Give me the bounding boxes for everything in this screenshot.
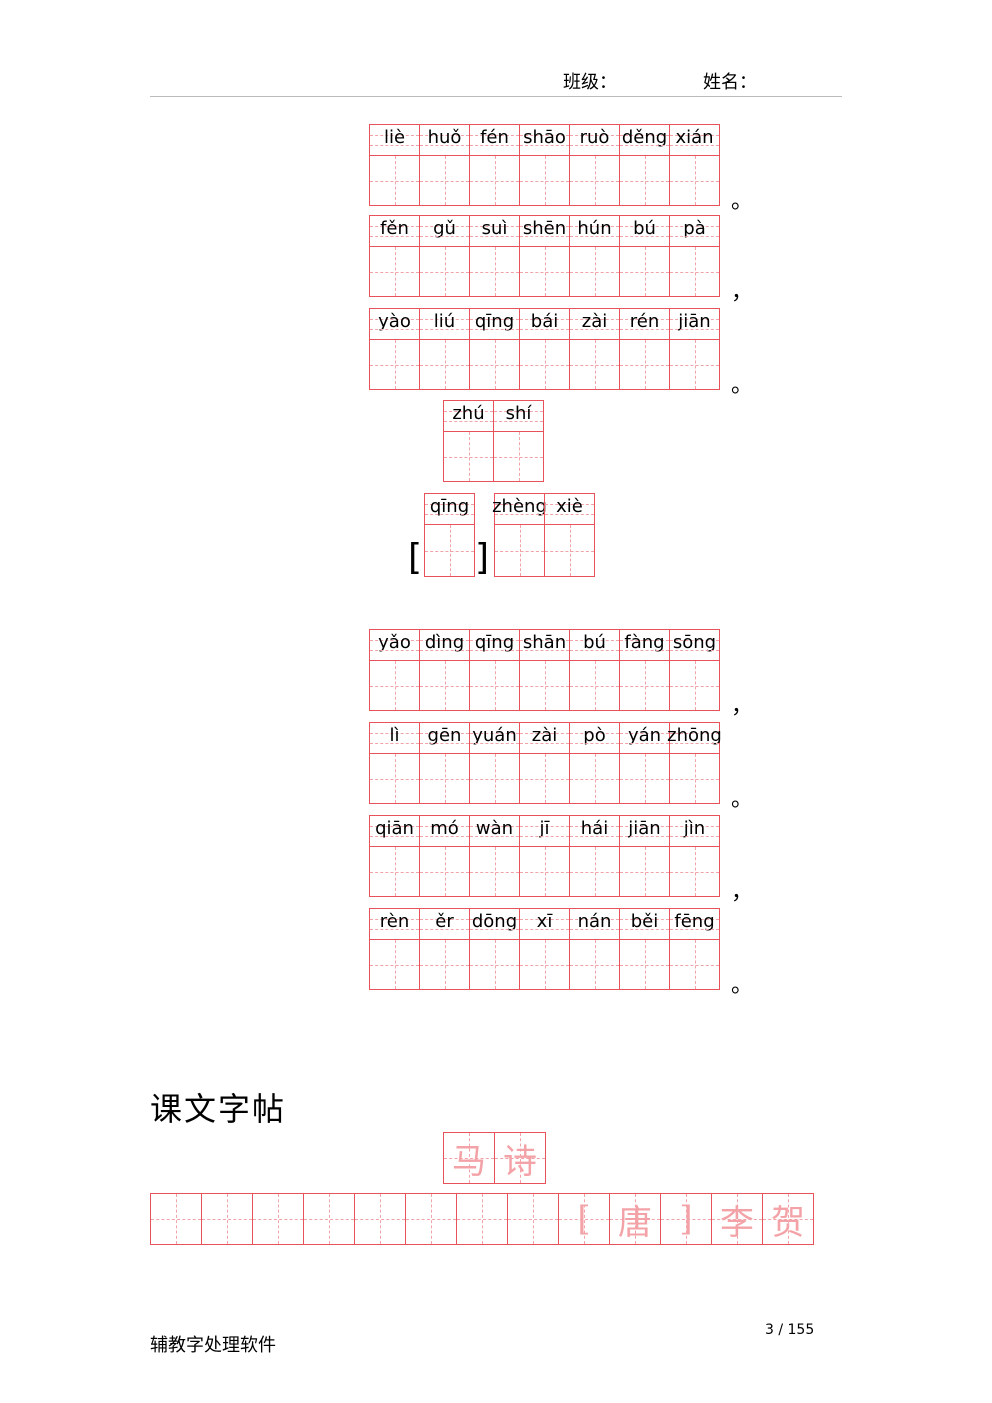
copybook-cell[interactable] — [150, 1193, 202, 1245]
pinyin-cell[interactable]: zài — [519, 722, 570, 804]
pinyin-cell[interactable]: shāo — [519, 124, 570, 206]
copybook-cell[interactable] — [405, 1193, 457, 1245]
section-title: 课文字帖 — [150, 1090, 287, 1128]
pinyin-cell[interactable]: jiān — [619, 815, 670, 897]
pinyin-cell[interactable]: zhōng — [667, 722, 722, 804]
pinyin-cell[interactable]: zài — [569, 308, 620, 390]
pinyin-grid-row: yǎo dìng qīng shān bú fàng sōng — [369, 629, 720, 711]
pinyin-cell[interactable]: fěn — [369, 215, 420, 297]
pinyin-cell[interactable]: qīng — [424, 493, 475, 577]
punctuation: 。 — [731, 189, 754, 214]
page-number: 3 / 155 — [765, 1322, 815, 1338]
pinyin-cell[interactable]: yào — [369, 308, 420, 390]
pinyin-cell[interactable]: mó — [419, 815, 470, 897]
pinyin-cell[interactable]: shān — [519, 629, 570, 711]
pinyin-cell[interactable]: bú — [569, 629, 620, 711]
pinyin-cell[interactable]: yán — [619, 722, 670, 804]
copybook-line-grid: [ 唐 ] 李 贺 — [150, 1193, 814, 1245]
pinyin-cell[interactable]: liè — [369, 124, 420, 206]
pinyin-cell[interactable]: qiān — [369, 815, 420, 897]
pinyin-cell[interactable]: běi — [619, 908, 670, 990]
pinyin-cell[interactable]: dōng — [469, 908, 520, 990]
punctuation: 。 — [731, 787, 754, 812]
dynasty-grid: qīng — [424, 493, 475, 577]
pinyin-cell[interactable]: gǔ — [419, 215, 470, 297]
pinyin-cell[interactable]: hún — [569, 215, 620, 297]
poem-title-grid: zhú shí — [443, 400, 544, 482]
pinyin-cell[interactable]: yuán — [469, 722, 520, 804]
pinyin-cell[interactable]: lì — [369, 722, 420, 804]
pinyin-cell[interactable]: pà — [669, 215, 720, 297]
pinyin-cell[interactable]: shí — [493, 400, 544, 482]
pinyin-cell[interactable]: nán — [569, 908, 620, 990]
pinyin-cell[interactable]: qīng — [469, 629, 520, 711]
pinyin-cell[interactable]: shēn — [519, 215, 570, 297]
punctuation: ， — [731, 880, 754, 905]
pinyin-cell[interactable]: jìn — [669, 815, 720, 897]
pinyin-cell[interactable]: ěr — [419, 908, 470, 990]
pinyin-cell[interactable]: ruò — [569, 124, 620, 206]
copybook-cell[interactable]: 马 — [443, 1132, 495, 1184]
pinyin-cell[interactable]: zhèng — [492, 493, 547, 577]
pinyin-cell[interactable]: dìng — [419, 629, 470, 711]
pinyin-cell[interactable]: děng — [619, 124, 670, 206]
punctuation: 。 — [731, 373, 754, 398]
pinyin-cell[interactable]: hái — [569, 815, 620, 897]
pinyin-cell[interactable]: suì — [469, 215, 520, 297]
pinyin-cell[interactable]: zhú — [443, 400, 494, 482]
footer-software-name: 辅教字处理软件 — [150, 1335, 276, 1356]
pinyin-cell[interactable]: bú — [619, 215, 670, 297]
copybook-cell[interactable]: [ — [558, 1193, 610, 1245]
right-bracket: ] — [475, 537, 490, 578]
pinyin-cell[interactable]: fén — [469, 124, 520, 206]
copybook-cell[interactable] — [456, 1193, 508, 1245]
pinyin-cell[interactable]: fàng — [619, 629, 670, 711]
pinyin-cell[interactable]: huǒ — [419, 124, 470, 206]
pinyin-cell[interactable]: bái — [519, 308, 570, 390]
class-label: 班级： — [563, 72, 617, 93]
punctuation: ， — [731, 280, 754, 305]
pinyin-cell[interactable]: wàn — [469, 815, 520, 897]
pinyin-cell[interactable]: xiè — [544, 493, 595, 577]
pinyin-cell[interactable]: jiān — [669, 308, 720, 390]
copybook-cell[interactable] — [507, 1193, 559, 1245]
pinyin-cell[interactable]: gēn — [419, 722, 470, 804]
copybook-cell[interactable]: 诗 — [494, 1132, 546, 1184]
left-bracket: [ — [408, 537, 423, 578]
header-divider — [150, 96, 842, 97]
pinyin-cell[interactable]: pò — [569, 722, 620, 804]
copybook-cell[interactable] — [201, 1193, 253, 1245]
copybook-cell[interactable]: ] — [660, 1193, 712, 1245]
pinyin-cell[interactable]: liú — [419, 308, 470, 390]
name-label: 姓名： — [703, 72, 757, 93]
punctuation: 。 — [731, 973, 754, 998]
pinyin-grid-row: qiān mó wàn jī hái jiān jìn — [369, 815, 720, 897]
pinyin-cell[interactable]: xián — [669, 124, 720, 206]
pinyin-grid-row: yào liú qīng bái zài rén jiān — [369, 308, 720, 390]
copybook-cell[interactable]: 唐 — [609, 1193, 661, 1245]
pinyin-cell[interactable]: rén — [619, 308, 670, 390]
pinyin-cell[interactable]: sōng — [669, 629, 720, 711]
copybook-cell[interactable]: 贺 — [762, 1193, 814, 1245]
pinyin-cell[interactable]: yǎo — [369, 629, 420, 711]
pinyin-cell[interactable]: rèn — [369, 908, 420, 990]
pinyin-cell[interactable]: xī — [519, 908, 570, 990]
pinyin-grid-row: liè huǒ fén shāo ruò děng xián — [369, 124, 720, 206]
punctuation: ， — [731, 694, 754, 719]
copybook-title-grid: 马 诗 — [443, 1132, 546, 1184]
copybook-cell[interactable] — [252, 1193, 304, 1245]
copybook-cell[interactable]: 李 — [711, 1193, 763, 1245]
pinyin-grid-row: lì gēn yuán zài pò yán zhōng — [369, 722, 722, 804]
pinyin-grid-row: rèn ěr dōng xī nán běi fēng — [369, 908, 720, 990]
author-grid: zhèng xiè — [492, 493, 595, 577]
copybook-cell[interactable] — [303, 1193, 355, 1245]
copybook-cell[interactable] — [354, 1193, 406, 1245]
pinyin-cell[interactable]: fēng — [669, 908, 720, 990]
pinyin-cell[interactable]: qīng — [469, 308, 520, 390]
pinyin-grid-row: fěn gǔ suì shēn hún bú pà — [369, 215, 720, 297]
pinyin-cell[interactable]: jī — [519, 815, 570, 897]
